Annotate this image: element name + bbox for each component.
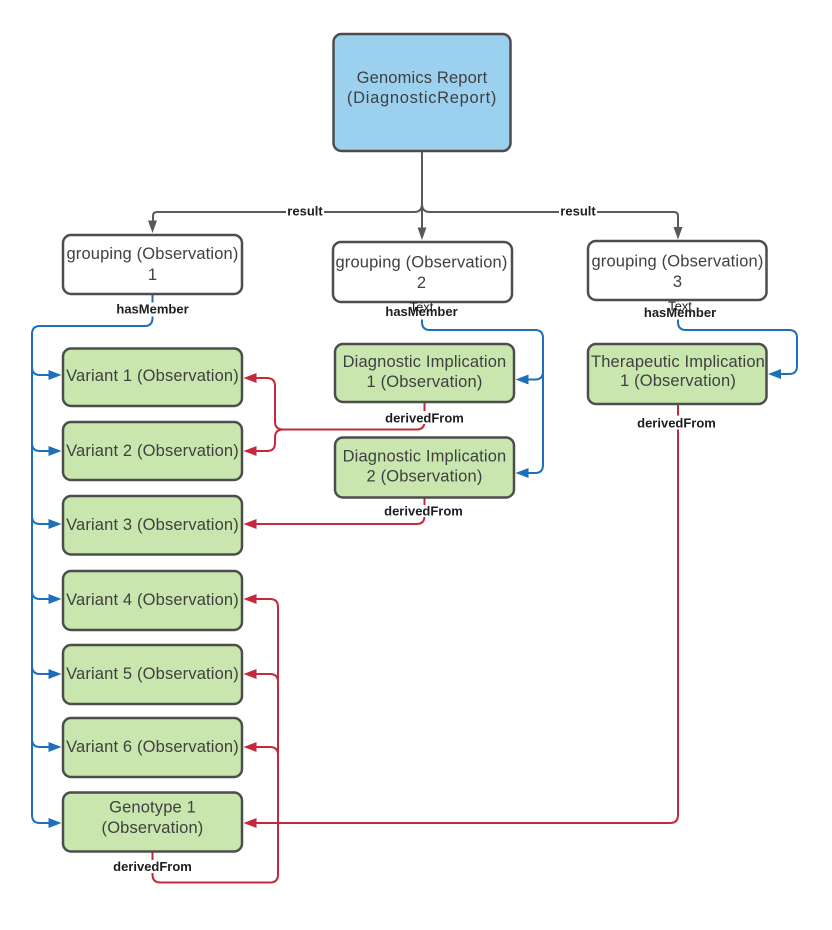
svg-text:(Observation): (Observation) — [102, 819, 204, 837]
svg-text:Variant 2 (Observation): Variant 2 (Observation) — [66, 442, 239, 460]
svg-text:Genomics Report: Genomics Report — [357, 69, 488, 87]
svg-text:2: 2 — [417, 274, 426, 292]
svg-text:1: 1 — [148, 266, 157, 284]
svg-text:Variant 6 (Observation): Variant 6 (Observation) — [66, 738, 239, 756]
svg-text:Variant 3 (Observation): Variant 3 (Observation) — [66, 516, 239, 534]
svg-text:grouping (Observation): grouping (Observation) — [66, 245, 238, 263]
svg-text:result: result — [560, 204, 596, 219]
svg-text:1 (Observation): 1 (Observation) — [367, 373, 483, 391]
svg-text:3: 3 — [673, 273, 682, 291]
svg-text:Variant 4 (Observation): Variant 4 (Observation) — [66, 591, 239, 609]
svg-text:hasMember: hasMember — [644, 305, 716, 320]
svg-text:derivedFrom: derivedFrom — [113, 859, 192, 874]
svg-text:grouping (Observation): grouping (Observation) — [335, 254, 507, 272]
svg-text:Text: Text — [668, 299, 692, 314]
svg-text:1 (Observation): 1 (Observation) — [620, 372, 736, 390]
svg-text:Text: Text — [410, 300, 434, 315]
svg-text:Diagnostic Implication: Diagnostic Implication — [343, 448, 507, 466]
svg-text:Variant 5 (Observation): Variant 5 (Observation) — [66, 665, 239, 683]
svg-text:derivedFrom: derivedFrom — [385, 410, 464, 425]
svg-text:(DiagnosticReport): (DiagnosticReport) — [347, 89, 497, 107]
svg-text:grouping (Observation): grouping (Observation) — [591, 253, 763, 271]
svg-text:Variant 1 (Observation): Variant 1 (Observation) — [66, 367, 239, 385]
svg-text:result: result — [287, 204, 323, 219]
svg-text:Diagnostic Implication: Diagnostic Implication — [343, 353, 507, 371]
svg-text:hasMember: hasMember — [385, 304, 457, 319]
svg-text:2 (Observation): 2 (Observation) — [367, 468, 483, 486]
svg-text:Genotype 1: Genotype 1 — [109, 799, 196, 817]
svg-text:derivedFrom: derivedFrom — [384, 504, 463, 519]
svg-text:Therapeutic Implication: Therapeutic Implication — [591, 353, 765, 371]
svg-text:derivedFrom: derivedFrom — [637, 416, 716, 431]
svg-text:hasMember: hasMember — [116, 302, 188, 317]
